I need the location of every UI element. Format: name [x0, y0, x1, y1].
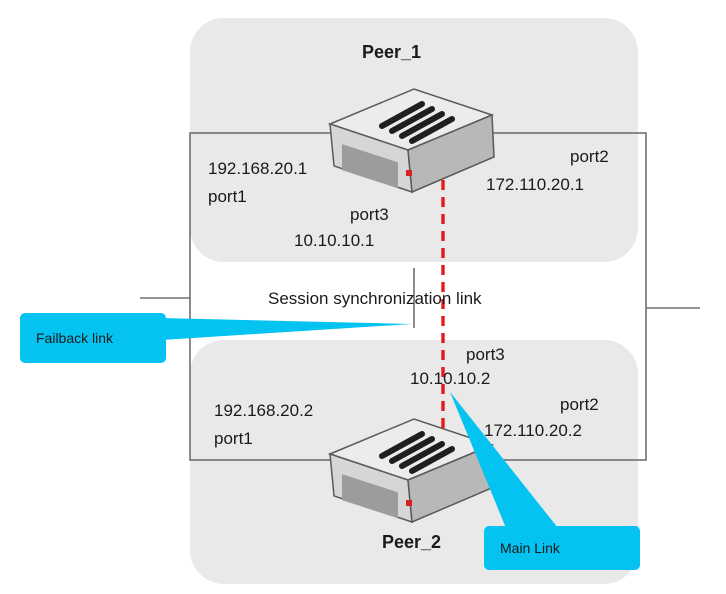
failback-link-label: Failback link [36, 330, 114, 346]
peer2-port3-ip: 10.10.10.2 [410, 369, 490, 388]
firewall-appliance-icon [327, 88, 495, 194]
peer1-port3-ip: 10.10.10.1 [294, 231, 374, 250]
session-sync-link-label: Session synchronization link [268, 289, 482, 308]
peer1-port1-ip: 192.168.20.1 [208, 159, 307, 178]
peer2-port2-label: port2 [560, 395, 599, 414]
peer2-port1-ip: 192.168.20.2 [214, 401, 313, 420]
peer2-port1-label: port1 [214, 429, 253, 448]
firewall-appliance-icon [327, 418, 495, 524]
peer1-port2-label: port2 [570, 147, 609, 166]
peer1-port3-label: port3 [350, 205, 389, 224]
peer1-port2-ip: 172.110.20.1 [486, 175, 584, 194]
peer2-port2-ip: 172.110.20.2 [484, 421, 582, 440]
main-link-callout-pointer [450, 392, 558, 528]
main-link-label: Main Link [500, 540, 561, 556]
peer1-port1-label: port1 [208, 187, 247, 206]
peer2-name: Peer_2 [382, 532, 441, 552]
peer1-name: Peer_1 [362, 42, 421, 62]
failback-link-callout [20, 313, 166, 363]
peer2-port3-label: port3 [466, 345, 505, 364]
failback-callout-pointer [162, 318, 412, 340]
main-link-callout [484, 526, 640, 570]
